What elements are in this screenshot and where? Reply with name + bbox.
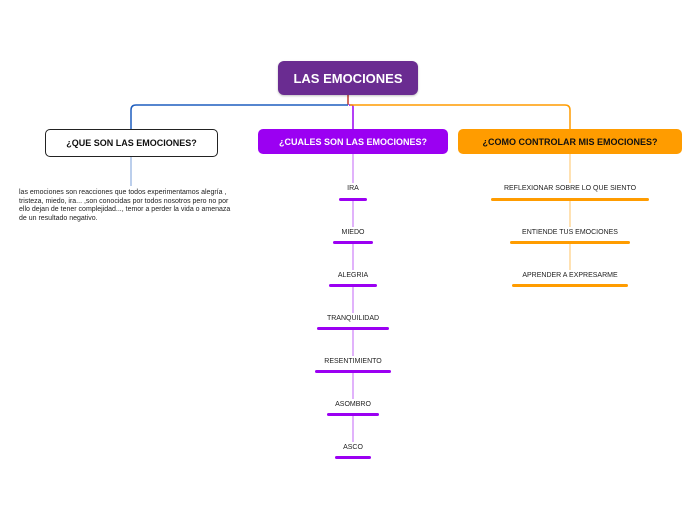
connector-branch-1	[130, 104, 348, 129]
control-underline	[510, 241, 630, 244]
emotion-underline	[327, 413, 379, 416]
emotion-item-tranquilidad[interactable]: TRANQUILIDAD	[326, 315, 380, 322]
emotion-underline	[333, 241, 373, 244]
connector-branch-2	[349, 104, 354, 129]
root-node[interactable]: LAS EMOCIONES	[278, 61, 418, 95]
description-text: las emociones son reacciones que todos e…	[19, 189, 231, 222]
emotion-item-miedo[interactable]: MIEDO	[341, 229, 365, 236]
branch-como-controlar-label: ¿COMO CONTROLAR MIS EMOCIONES?	[482, 136, 658, 147]
connector-branch-3	[350, 104, 571, 129]
emotion-item-alegria[interactable]: ALEGRIA	[337, 272, 369, 279]
root-label: LAS EMOCIONES	[293, 70, 403, 86]
branch-como-controlar[interactable]: ¿COMO CONTROLAR MIS EMOCIONES?	[458, 129, 682, 154]
branch-cuales-son-label: ¿CUALES SON LAS EMOCIONES?	[278, 136, 427, 147]
emotion-underline	[317, 327, 389, 330]
emotion-underline	[315, 370, 391, 373]
control-underline	[491, 198, 649, 201]
emotion-item-resentimiento[interactable]: RESENTIMIENTO	[324, 358, 382, 365]
emotion-underline	[339, 198, 367, 201]
emotion-underline	[329, 284, 377, 287]
control-item-entiende[interactable]: ENTIENDE TUS EMOCIONES	[522, 229, 618, 236]
control-underline	[512, 284, 628, 287]
emotion-item-asombro[interactable]: ASOMBRO	[335, 401, 371, 408]
branch-que-son-label: ¿QUE SON LAS EMOCIONES?	[66, 138, 197, 148]
control-item-aprender[interactable]: APRENDER A EXPRESARME	[522, 272, 618, 279]
emotion-underline	[335, 456, 371, 459]
emotion-item-asco[interactable]: ASCO	[343, 444, 363, 451]
emotion-item-ira[interactable]: IRA	[347, 185, 359, 192]
branch-que-son[interactable]: ¿QUE SON LAS EMOCIONES?	[45, 129, 218, 157]
control-item-reflexionar[interactable]: REFLEXIONAR SOBRE LO QUE SIENTO	[503, 185, 637, 192]
branch-cuales-son[interactable]: ¿CUALES SON LAS EMOCIONES?	[258, 129, 448, 154]
